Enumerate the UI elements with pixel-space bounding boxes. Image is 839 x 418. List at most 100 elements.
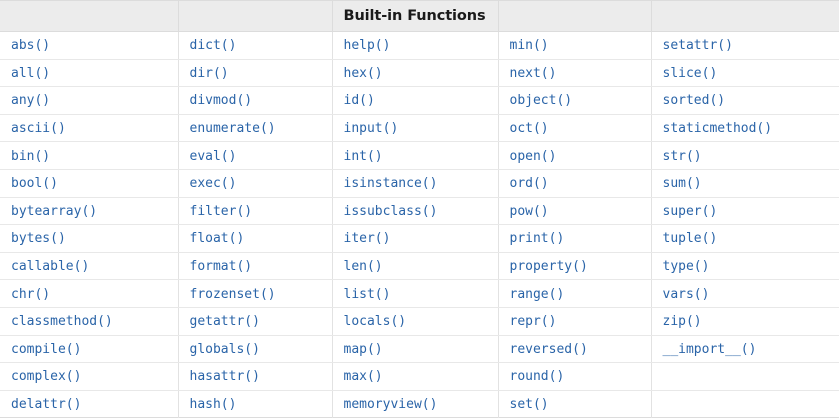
table-cell: map() xyxy=(332,335,499,364)
function-link[interactable]: ord() xyxy=(509,176,549,192)
function-link[interactable]: bin() xyxy=(11,148,51,164)
table-cell: issubclass() xyxy=(332,197,499,226)
table-cell: min() xyxy=(498,31,652,60)
function-link[interactable]: print() xyxy=(509,231,565,247)
function-link[interactable]: max() xyxy=(343,369,383,385)
function-link[interactable]: getattr() xyxy=(189,314,260,330)
function-link[interactable]: map() xyxy=(343,341,383,357)
function-link[interactable]: ascii() xyxy=(11,121,66,137)
function-link[interactable]: frozenset() xyxy=(189,286,276,302)
table-cell: open() xyxy=(498,141,652,170)
table-cell: enumerate() xyxy=(178,114,333,143)
function-link[interactable]: help() xyxy=(343,38,391,54)
function-link[interactable]: iter() xyxy=(343,231,391,247)
function-link[interactable]: str() xyxy=(662,148,702,164)
function-link[interactable]: delattr() xyxy=(11,397,82,413)
table-cell: locals() xyxy=(332,307,499,336)
function-link[interactable]: slice() xyxy=(662,65,718,81)
function-link[interactable]: tuple() xyxy=(662,231,718,247)
header-cell-5 xyxy=(651,0,839,32)
table-title: Built-in Functions xyxy=(343,8,486,24)
function-link[interactable]: exec() xyxy=(189,176,237,192)
function-link[interactable]: bool() xyxy=(11,176,58,192)
function-link[interactable]: complex() xyxy=(11,369,82,385)
header-cell-2 xyxy=(178,0,333,32)
table-row: callable() format() len() property() type() xyxy=(0,252,839,281)
function-link[interactable]: len() xyxy=(343,259,383,275)
function-link[interactable]: classmethod() xyxy=(11,314,113,330)
table-cell: type() xyxy=(651,252,839,281)
function-link[interactable]: all() xyxy=(11,65,51,81)
header-cell-1 xyxy=(0,0,179,32)
function-link[interactable]: globals() xyxy=(189,341,260,357)
function-link[interactable]: chr() xyxy=(11,286,51,302)
table-cell: list() xyxy=(332,279,499,308)
function-link[interactable]: dict() xyxy=(189,38,237,54)
function-link[interactable]: range() xyxy=(509,286,565,302)
function-link[interactable]: property() xyxy=(509,259,588,275)
function-link[interactable]: id() xyxy=(343,93,375,109)
function-link[interactable]: filter() xyxy=(189,203,253,219)
function-link[interactable]: reversed() xyxy=(509,341,588,357)
table-cell: vars() xyxy=(651,279,839,308)
function-link[interactable]: isinstance() xyxy=(343,176,438,192)
table-cell: next() xyxy=(498,59,652,88)
function-link[interactable]: zip() xyxy=(662,314,702,330)
function-link[interactable]: pow() xyxy=(509,203,549,219)
function-link[interactable]: setattr() xyxy=(662,38,733,54)
table-cell: chr() xyxy=(0,279,179,308)
function-link[interactable]: format() xyxy=(189,259,253,275)
function-link[interactable]: sorted() xyxy=(662,93,726,109)
table-cell: frozenset() xyxy=(178,279,333,308)
function-link[interactable]: hasattr() xyxy=(189,369,260,385)
function-link[interactable]: compile() xyxy=(11,341,82,357)
function-link[interactable]: issubclass() xyxy=(343,203,438,219)
function-link[interactable]: next() xyxy=(509,65,557,81)
function-link[interactable]: input() xyxy=(343,121,399,137)
table-cell: tuple() xyxy=(651,224,839,253)
function-link[interactable]: divmod() xyxy=(189,93,253,109)
function-link[interactable]: enumerate() xyxy=(189,121,276,137)
table-cell: divmod() xyxy=(178,86,333,115)
function-link[interactable]: float() xyxy=(189,231,245,247)
function-link[interactable]: type() xyxy=(662,259,710,275)
table-cell: getattr() xyxy=(178,307,333,336)
table-cell: input() xyxy=(332,114,499,143)
function-link[interactable]: hash() xyxy=(189,397,237,413)
table-cell: globals() xyxy=(178,335,333,364)
function-link[interactable]: abs() xyxy=(11,38,51,54)
function-link[interactable]: locals() xyxy=(343,314,407,330)
function-link[interactable]: set() xyxy=(509,397,549,413)
function-link[interactable]: eval() xyxy=(189,148,237,164)
function-link[interactable]: oct() xyxy=(509,121,549,137)
function-link[interactable]: bytearray() xyxy=(11,203,98,219)
function-link[interactable]: dir() xyxy=(189,65,229,81)
function-link[interactable]: staticmethod() xyxy=(662,121,773,137)
table-cell: dict() xyxy=(178,31,333,60)
table-cell: filter() xyxy=(178,197,333,226)
function-link[interactable]: vars() xyxy=(662,286,710,302)
table-body: abs() dict() help() min() setattr() all() dir(… xyxy=(0,31,839,418)
function-link[interactable]: sum() xyxy=(662,176,702,192)
table-cell: str() xyxy=(651,141,839,170)
table-row: all() dir() hex() next() slice() xyxy=(0,59,839,88)
function-link[interactable]: repr() xyxy=(509,314,557,330)
function-link[interactable]: super() xyxy=(662,203,718,219)
function-link[interactable]: callable() xyxy=(11,259,90,275)
function-link[interactable]: object() xyxy=(509,93,573,109)
function-link[interactable]: __import__() xyxy=(662,341,757,357)
function-link[interactable]: hex() xyxy=(343,65,383,81)
function-link[interactable]: open() xyxy=(509,148,557,164)
function-link[interactable]: list() xyxy=(343,286,391,302)
table-cell: float() xyxy=(178,224,333,253)
table-cell: property() xyxy=(498,252,652,281)
function-link[interactable]: int() xyxy=(343,148,383,164)
function-link[interactable]: round() xyxy=(509,369,565,385)
function-link[interactable]: any() xyxy=(11,93,51,109)
table-row: chr() frozenset() list() range() vars() xyxy=(0,279,839,308)
function-link[interactable]: bytes() xyxy=(11,231,66,247)
function-link[interactable]: min() xyxy=(509,38,549,54)
function-link[interactable]: memoryview() xyxy=(343,397,438,413)
